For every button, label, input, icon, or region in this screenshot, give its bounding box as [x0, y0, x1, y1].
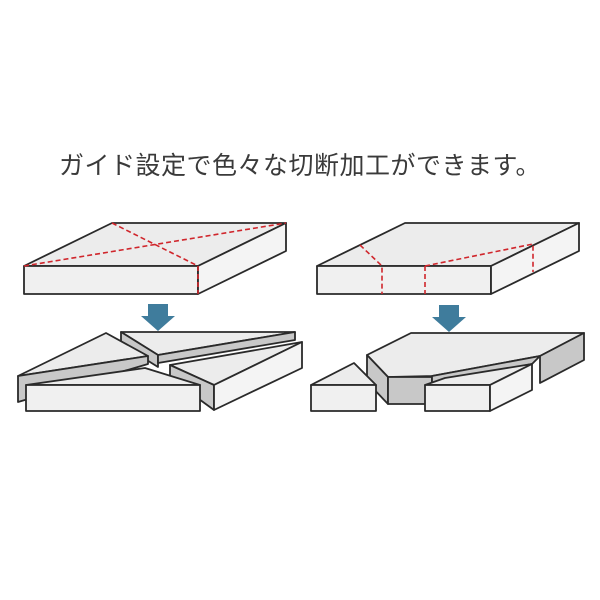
left-slab-before [23, 222, 287, 295]
right-pieces-after [310, 332, 585, 412]
right-slab-before [316, 222, 580, 295]
cut-guides [23, 222, 534, 294]
down-arrow-icon [141, 304, 466, 332]
left-pieces-after [17, 331, 303, 412]
page-title: ガイド設定で色々な切断加工ができます。 [58, 151, 541, 180]
